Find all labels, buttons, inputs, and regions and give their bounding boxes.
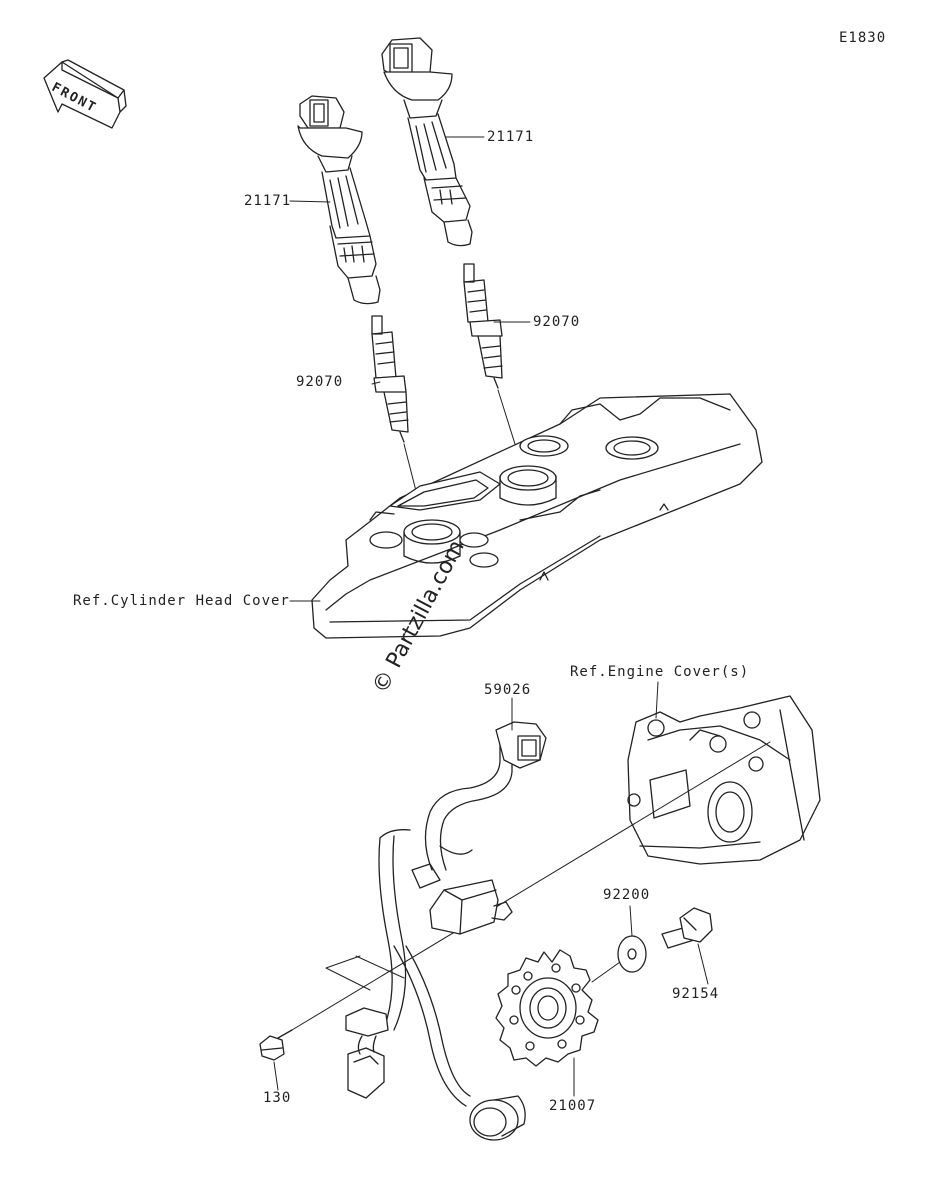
ignition-coil-left — [297, 95, 381, 305]
label-21171-right[interactable]: 21171 — [487, 129, 535, 145]
grommet-cap — [469, 1095, 526, 1141]
label-ref-engine-cover[interactable]: Ref.Engine Cover(s) — [570, 664, 750, 680]
engine-cover — [627, 695, 821, 865]
ignition-coil-right — [381, 37, 473, 247]
timing-rotor — [495, 949, 599, 1067]
bolt-130 — [259, 1029, 293, 1061]
label-21007[interactable]: 21007 — [549, 1098, 597, 1114]
flange-bolt — [661, 907, 713, 949]
spark-plug-left — [371, 315, 409, 443]
crankshaft-sensor — [345, 721, 547, 1107]
cylinder-head-cover — [311, 393, 763, 639]
spark-plug-right — [463, 263, 503, 389]
label-92070-left[interactable]: 92070 — [296, 374, 344, 390]
front-arrow-icon — [43, 59, 127, 129]
label-59026[interactable]: 59026 — [484, 682, 532, 698]
diagram-code: E1830 — [839, 30, 887, 46]
label-ref-cylinder-head-cover[interactable]: Ref.Cylinder Head Cover — [73, 593, 290, 609]
washer — [617, 935, 647, 973]
label-21171-left[interactable]: 21171 — [244, 193, 292, 209]
label-92154[interactable]: 92154 — [672, 986, 720, 1002]
label-92200[interactable]: 92200 — [603, 887, 651, 903]
label-92070-right[interactable]: 92070 — [533, 314, 581, 330]
label-130[interactable]: 130 — [263, 1090, 292, 1106]
